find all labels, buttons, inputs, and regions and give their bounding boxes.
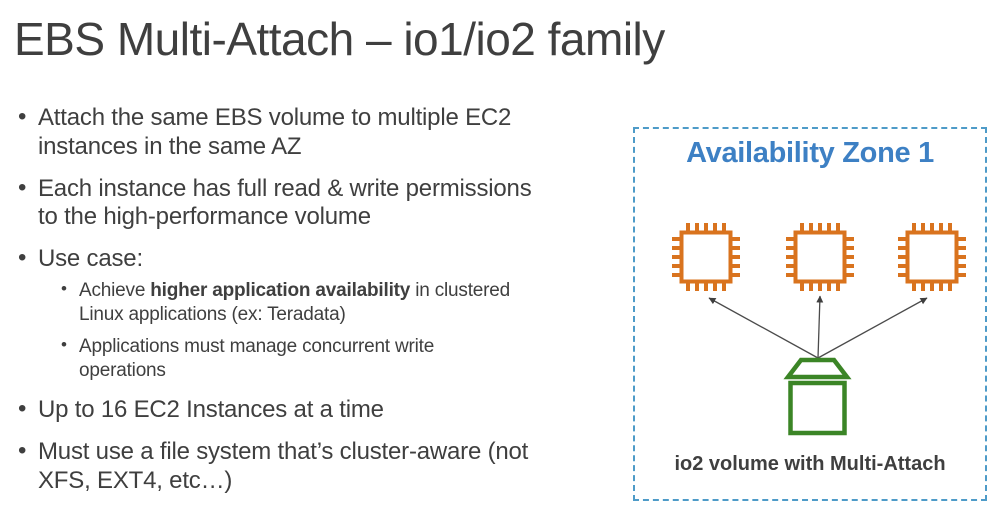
attach-arrow-right [817, 297, 928, 359]
volume-caption: io2 volume with Multi-Attach [674, 453, 946, 475]
ec2-instance-icon-2 [784, 221, 856, 293]
bullet-file-system-text: Must use a file system that’s cluster-aw… [38, 438, 529, 494]
bullet-use-case-text: Use case: [38, 245, 143, 273]
sub-bullet-availability-text: Achieve higher application availability … [79, 280, 510, 325]
sub-bullet-concurrent-writes: Applications must manage concurrent writ… [60, 334, 620, 384]
bullet-permissions-text: Each instance has full read & write perm… [38, 174, 532, 231]
bullet-max-instances-text: Up to 16 EC2 Instances at a time [38, 396, 384, 424]
bullet-permissions: Each instance has full read & write perm… [16, 174, 620, 233]
bullet-use-case: Use case: Achieve higher application ava… [16, 244, 620, 384]
availability-text-bold: higher application availability [150, 279, 411, 301]
bullet-attach-text: Attach the same EBS volume to multiple E… [38, 104, 512, 160]
ec2-instance-icon-3 [896, 221, 968, 293]
sub-bullet-list: Achieve higher application availability … [60, 278, 620, 384]
sub-bullet-availability: Achieve higher application availability … [60, 278, 620, 328]
availability-text-post: in clustered Linux applications (ex: Ter… [79, 279, 510, 326]
ec2-instance-icon-1 [670, 221, 742, 293]
multi-attach-diagram [670, 221, 968, 436]
slide-title: EBS Multi-Attach – io1/io2 family [14, 13, 665, 65]
ebs-volume-icon [783, 357, 852, 436]
availability-zone-panel: Availability Zone 1 [633, 127, 987, 501]
bullet-max-instances: Up to 16 EC2 Instances at a time [16, 395, 620, 425]
sub-bullet-concurrent-writes-text: Applications must manage concurrent writ… [79, 335, 435, 381]
availability-zone-title: Availability Zone 1 [686, 137, 934, 169]
bullet-attach: Attach the same EBS volume to multiple E… [16, 103, 620, 162]
attach-arrow-left [708, 297, 819, 359]
bullet-list: Attach the same EBS volume to multiple E… [16, 103, 620, 509]
availability-text-pre: Achieve [79, 279, 151, 301]
bullet-file-system: Must use a file system that’s cluster-aw… [16, 437, 620, 496]
attach-arrow-middle [816, 295, 824, 359]
